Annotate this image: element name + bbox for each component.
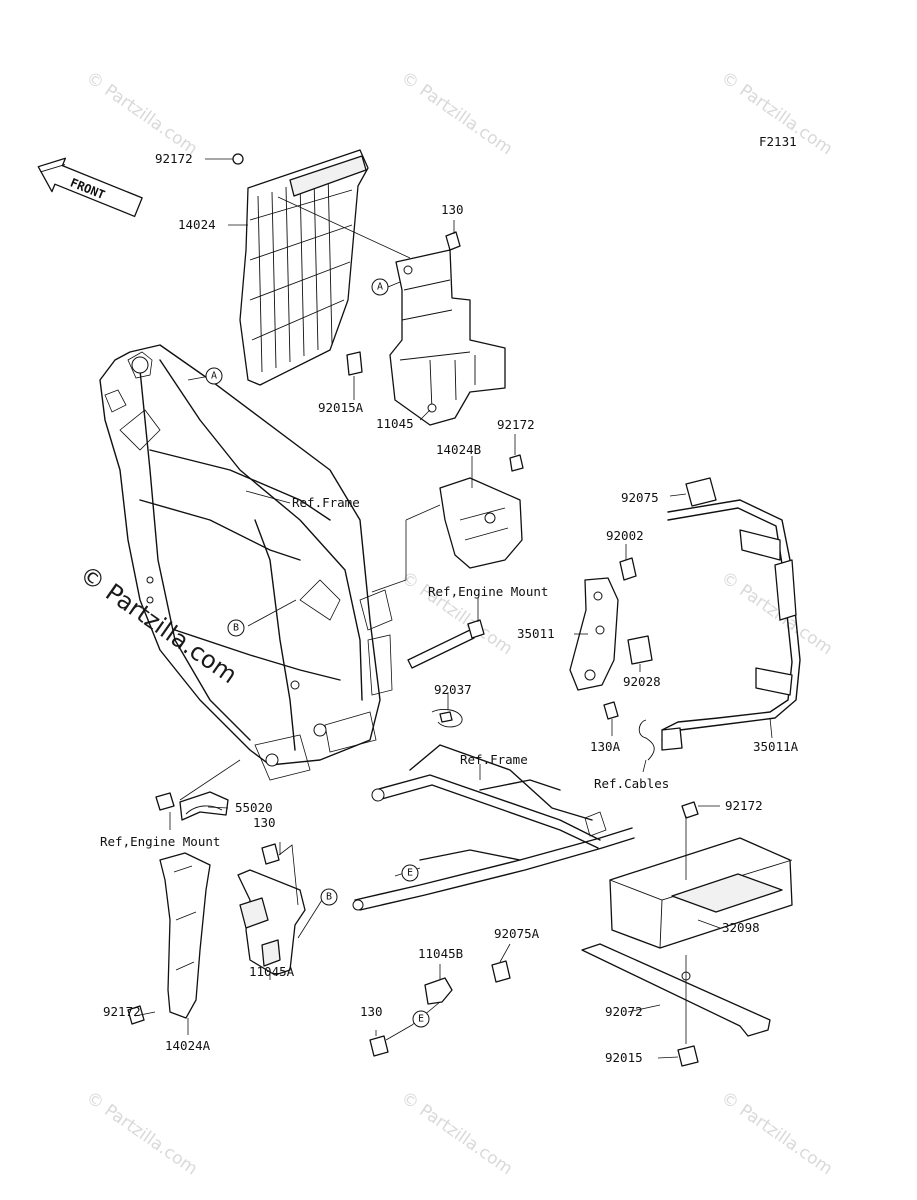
part-label: 14024A xyxy=(165,1038,211,1053)
reference-labels: Ref.Frame Ref,Engine Mount Ref.Frame Ref… xyxy=(100,495,669,849)
part-label: 92172 xyxy=(497,417,535,432)
watermark: © Partzilla.com xyxy=(397,1088,516,1180)
guard-14024A xyxy=(159,852,211,1019)
bolt-130-mid-icon xyxy=(261,843,280,865)
part-label: 35011A xyxy=(753,739,799,754)
part-label: 92072 xyxy=(605,1004,643,1019)
bracket-11045 xyxy=(389,249,506,426)
part-label: 92002 xyxy=(606,528,644,543)
part-label: 92172 xyxy=(725,798,763,813)
bolt-130-low-icon xyxy=(369,1035,389,1057)
part-label: 11045A xyxy=(249,964,295,979)
part-label: 14024 xyxy=(178,217,216,232)
part-label: 130 xyxy=(360,1004,383,1019)
part-labels: 92172 14024 130 92015A 11045 92172 14024… xyxy=(103,151,799,1065)
part-label: 11045 xyxy=(376,416,414,431)
radiator-shroud-14024 xyxy=(239,149,369,386)
ref-frame-label: Ref.Frame xyxy=(292,495,360,510)
part-label: 55020 xyxy=(235,800,273,815)
ref-cables-label: Ref.Cables xyxy=(594,776,669,791)
nut-92015-icon xyxy=(677,1045,699,1067)
nut-icon xyxy=(155,792,175,811)
bolt-92172-low-icon xyxy=(127,1005,145,1025)
bolt-92172-right-icon xyxy=(681,801,699,819)
part-label: 32098 xyxy=(722,920,760,935)
cover-14024B xyxy=(439,477,523,569)
front-arrow-icon: FRONT xyxy=(37,157,143,218)
callout-A2: A xyxy=(205,367,223,385)
watermark-main: © Partzilla.com xyxy=(75,560,243,689)
callout-A1: A xyxy=(371,278,389,296)
leader-lines xyxy=(134,158,773,1059)
collar-92028-icon xyxy=(627,635,653,665)
bracket-11045B-icon xyxy=(424,977,453,1005)
part-label: 130 xyxy=(253,815,276,830)
bolt-92172-top-icon xyxy=(232,153,244,165)
subframe xyxy=(352,744,635,911)
part-label: 92037 xyxy=(434,682,472,697)
callout-E1: E xyxy=(401,864,419,882)
bolt-130A-icon xyxy=(603,701,619,720)
svg-text:E: E xyxy=(407,868,413,879)
ref-engine-mount-label: Ref,Engine Mount xyxy=(428,584,548,599)
part-label: 35011 xyxy=(517,626,555,641)
part-label: 92172 xyxy=(103,1004,141,1019)
part-label: 92075 xyxy=(621,490,659,505)
part-label: 14024B xyxy=(436,442,481,457)
collar-92075A-icon xyxy=(491,960,511,983)
svg-text:A: A xyxy=(377,282,383,293)
callout-B1: B xyxy=(227,619,245,637)
callout-E2: E xyxy=(412,1010,430,1028)
strap-92072 xyxy=(581,943,771,1037)
svg-text:B: B xyxy=(326,892,332,903)
svg-text:A: A xyxy=(211,371,217,382)
watermark: © Partzilla.com xyxy=(717,1088,836,1180)
tool-case-32098 xyxy=(609,837,793,949)
svg-text:E: E xyxy=(418,1014,424,1025)
part-label: 92172 xyxy=(155,151,193,166)
cable-clip-icon xyxy=(638,719,655,761)
clip-92015A-icon xyxy=(346,351,363,376)
part-label: 92075A xyxy=(494,926,540,941)
watermark: © Partzilla.com xyxy=(82,68,201,160)
clip-92037-icon xyxy=(431,709,463,728)
part-label: 11045B xyxy=(418,946,463,961)
pad-55020 xyxy=(179,791,229,821)
part-label: 92015A xyxy=(318,400,364,415)
bolt-92172-mid-icon xyxy=(509,454,524,472)
svg-text:B: B xyxy=(233,623,239,634)
ref-engine-mount-low-label: Ref,Engine Mount xyxy=(100,834,220,849)
callout-B2: B xyxy=(320,888,338,906)
collar-92075-icon xyxy=(685,477,717,507)
bolt-130-top-icon xyxy=(445,231,461,251)
part-label: 92028 xyxy=(623,674,661,689)
main-frame xyxy=(99,344,393,781)
watermark: © Partzilla.com xyxy=(397,68,516,160)
ref-frame-sub-label: Ref.Frame xyxy=(460,752,528,767)
bracket-11045A xyxy=(237,869,306,976)
part-label: 92015 xyxy=(605,1050,643,1065)
engine-mount-bolt-icon xyxy=(407,619,485,669)
diagram-code: F2131 xyxy=(759,134,797,149)
bolt-92002-icon xyxy=(619,557,637,581)
bracket-35011 xyxy=(569,577,619,691)
watermark: © Partzilla.com xyxy=(82,1088,201,1180)
guard-35011A xyxy=(661,499,801,751)
part-label: 130 xyxy=(441,202,464,217)
part-label: 130A xyxy=(590,739,621,754)
